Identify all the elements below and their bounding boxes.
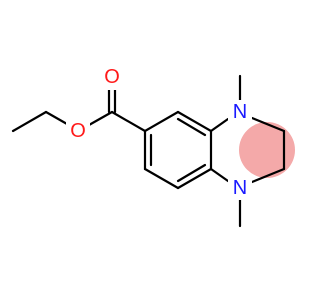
benzene-ring: [143, 110, 213, 190]
nitrogen-top-label: N: [233, 101, 247, 123]
saturated-ring: [209, 116, 286, 184]
nitrogen-bottom-label: N: [233, 177, 247, 199]
ester-oxygen-label: O: [70, 120, 86, 142]
structure-canvas: O O N N: [11, 66, 295, 228]
carbonyl-oxygen-label: O: [104, 66, 120, 88]
ester-group: [11, 84, 147, 133]
molecule-structure: O O N N: [11, 66, 295, 228]
ring-highlight: [239, 122, 295, 178]
